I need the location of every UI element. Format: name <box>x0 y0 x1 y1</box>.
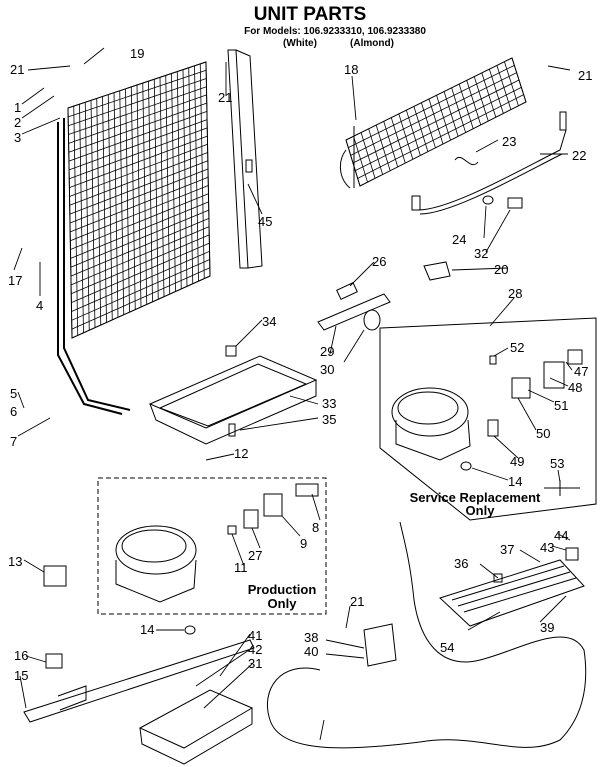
callout-6: 6 <box>10 404 17 419</box>
callout-35: 35 <box>322 412 336 427</box>
defrost-heater-drawing <box>439 547 585 627</box>
callout-20: 20 <box>494 262 508 277</box>
callout-36: 36 <box>454 556 468 571</box>
evaporator-drawing <box>340 57 567 215</box>
callout-15: 15 <box>14 668 28 683</box>
callout-7: 7 <box>10 434 17 449</box>
callout-21b: 21 <box>218 90 232 105</box>
grommet-drawing <box>184 625 196 635</box>
drier-parts-drawing <box>317 261 451 331</box>
production-only-box: Production Only <box>97 477 327 615</box>
callout-5: 5 <box>10 386 17 401</box>
white-label: (White) <box>283 38 317 49</box>
callout-4: 4 <box>36 298 43 313</box>
callout-23: 23 <box>502 134 516 149</box>
callout-3: 3 <box>14 130 21 145</box>
callout-16: 16 <box>14 648 28 663</box>
callout-9: 9 <box>300 536 307 551</box>
callout-39: 39 <box>540 620 554 635</box>
mounting-bracket-drawing <box>363 623 397 667</box>
production-box-line1: Production <box>248 582 317 597</box>
relay-drawing <box>43 565 67 587</box>
callout-8: 8 <box>312 520 319 535</box>
page-title: UNIT PARTS <box>254 4 367 25</box>
service-box-line1: Service Replacement <box>410 490 541 505</box>
callout-24: 24 <box>452 232 466 247</box>
drip-tray-drawing <box>148 345 318 445</box>
callout-30: 30 <box>320 362 334 377</box>
callout-27: 27 <box>248 548 262 563</box>
models-line: For Models: 106.9233310, 106.9233380 <box>244 26 426 37</box>
callout-48: 48 <box>568 380 582 395</box>
callout-31: 31 <box>248 656 262 671</box>
wire-harness-drawing <box>266 521 587 749</box>
callout-32: 32 <box>474 246 488 261</box>
callout-11: 11 <box>234 560 248 575</box>
callout-43: 43 <box>540 540 554 555</box>
callout-14b: 14 <box>140 622 154 637</box>
callout-49: 49 <box>510 454 524 469</box>
callout-38: 38 <box>304 630 318 645</box>
callout-14: 14 <box>508 474 522 489</box>
callout-2: 2 <box>14 115 21 130</box>
callout-22: 22 <box>572 148 586 163</box>
compressor-base-drawing <box>23 639 255 765</box>
callout-1: 1 <box>14 100 21 115</box>
callout-17: 17 <box>8 273 22 288</box>
callout-45: 45 <box>258 214 272 229</box>
callout-28: 28 <box>508 286 522 301</box>
callout-19: 19 <box>130 46 144 61</box>
callout-53: 53 <box>550 456 564 471</box>
leader-lines <box>13 47 573 741</box>
callout-12: 12 <box>234 446 248 461</box>
condenser-grid-drawing <box>57 61 211 415</box>
callout-47: 47 <box>574 364 588 379</box>
callout-54: 54 <box>440 640 454 655</box>
callout-34: 34 <box>262 314 276 329</box>
callout-numbers: 21 19 1 2 3 17 4 5 6 7 21 45 18 21 23 22… <box>8 46 592 683</box>
callout-21: 21 <box>10 62 24 77</box>
callout-40: 40 <box>304 644 318 659</box>
callout-41: 41 <box>248 628 262 643</box>
callout-37: 37 <box>500 542 514 557</box>
callout-52: 52 <box>510 340 524 355</box>
callout-51: 51 <box>554 398 568 413</box>
callout-21d: 21 <box>350 594 364 609</box>
callout-33: 33 <box>322 396 336 411</box>
callout-50: 50 <box>536 426 550 441</box>
drain-channel-drawing <box>227 49 263 269</box>
callout-44: 44 <box>554 528 568 543</box>
callout-29: 29 <box>320 344 334 359</box>
callout-13: 13 <box>8 554 22 569</box>
almond-label: (Almond) <box>350 38 394 49</box>
service-box-line2: Only <box>466 503 496 518</box>
production-box-line2: Only <box>268 596 298 611</box>
service-replacement-box: Service Replacement Only <box>379 317 597 521</box>
callout-26: 26 <box>372 254 386 269</box>
callout-42: 42 <box>248 642 262 657</box>
callout-18: 18 <box>344 62 358 77</box>
callout-21c: 21 <box>578 68 592 83</box>
